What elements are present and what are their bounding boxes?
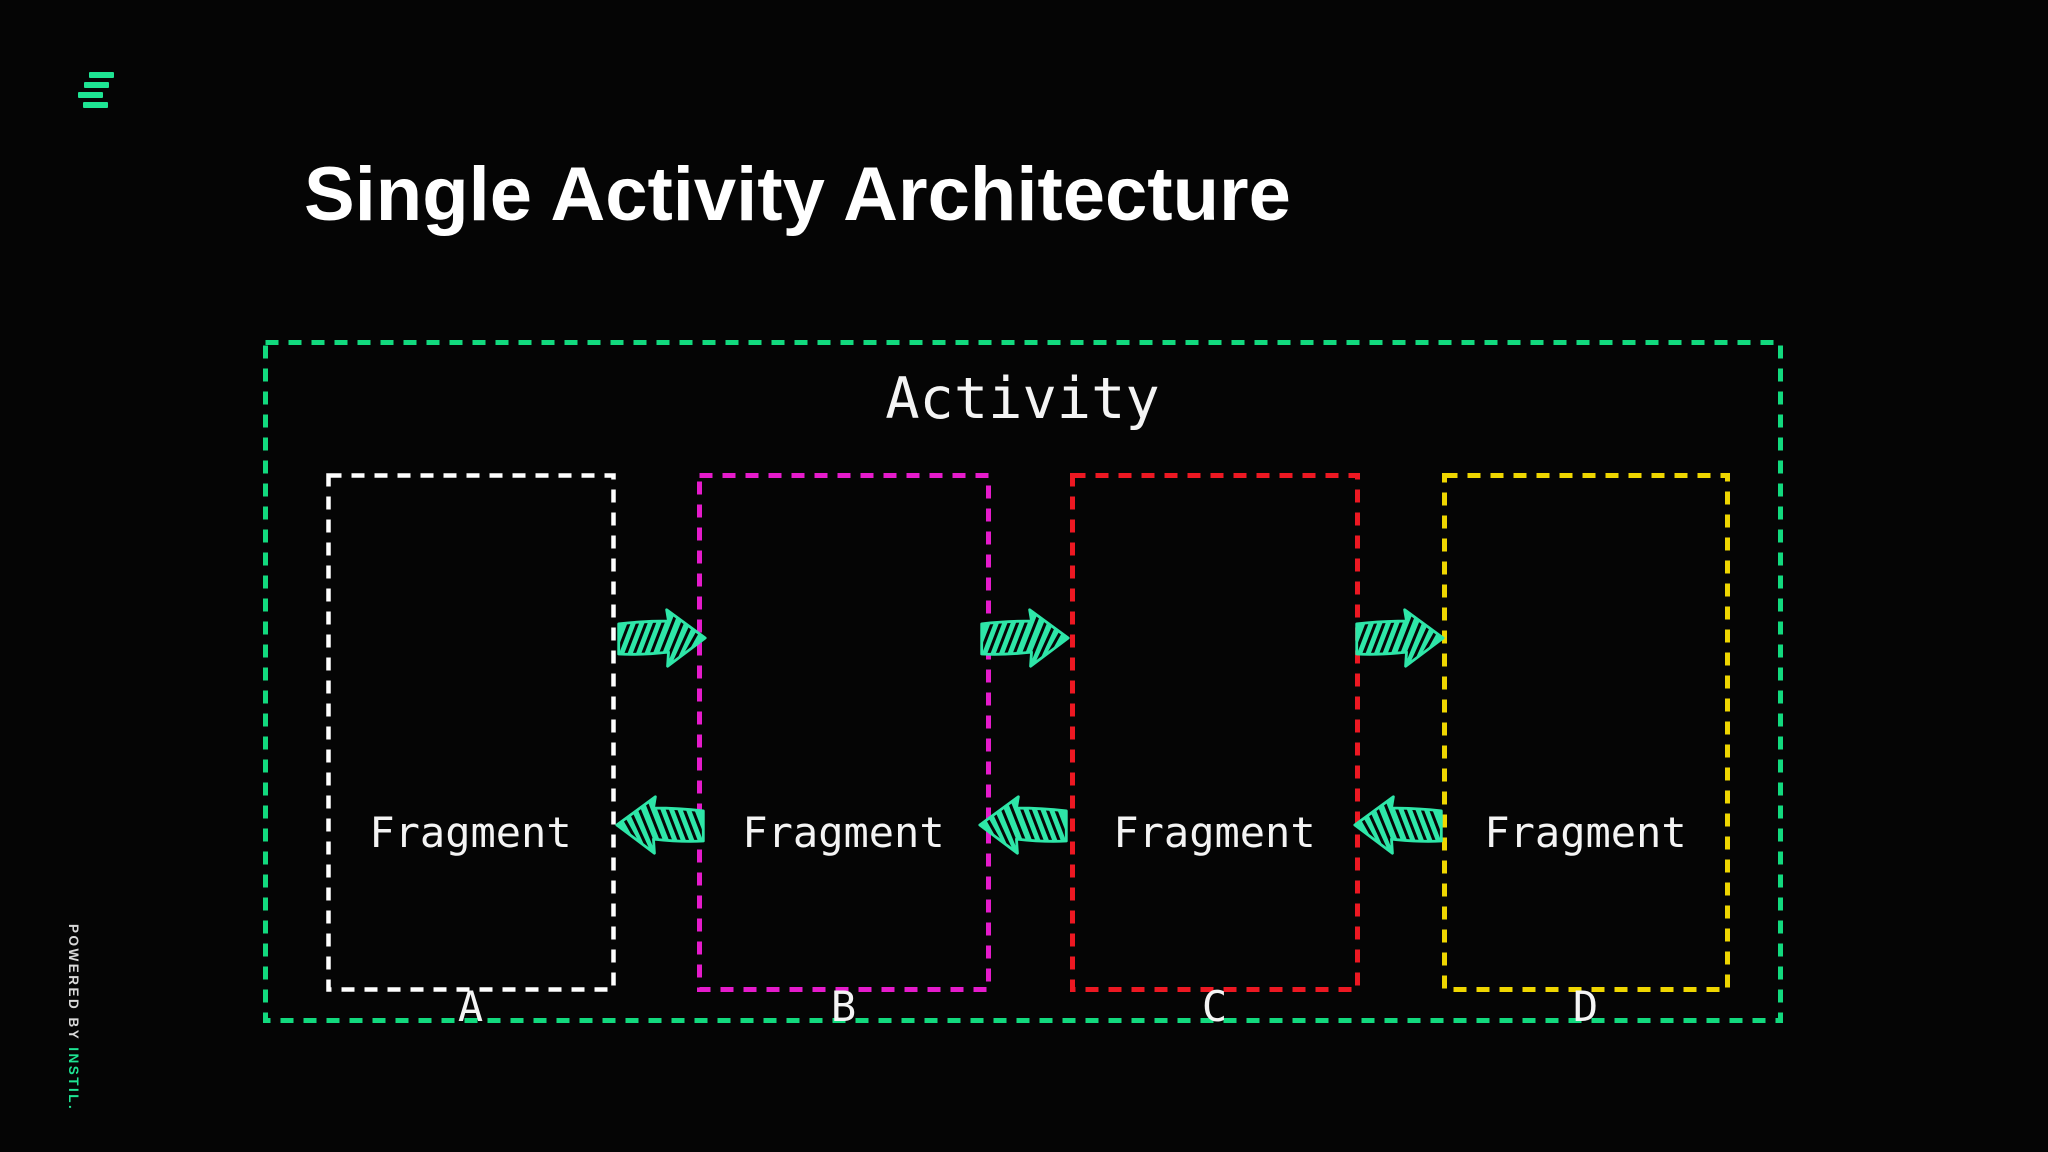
fragment-c-box: [1070, 473, 1360, 992]
fragment-d-label: Fragment D: [1444, 688, 1727, 1152]
arrow-forward-a-to-b: [614, 604, 708, 672]
logo-bar: [78, 92, 103, 98]
slide-title: Single Activity Architecture: [304, 152, 1291, 237]
activity-container-box: [263, 340, 1783, 1023]
fragment-label-line1: Fragment: [1113, 808, 1316, 857]
fragment-d-box: [1442, 473, 1730, 992]
fragment-a-label: Fragment A: [328, 688, 613, 1152]
arrow-back-d-to-c: [1352, 791, 1446, 859]
fragment-a-box: [326, 473, 616, 992]
fragment-label-line2: C: [1201, 982, 1228, 1031]
powered-by-branding: POWERED BY INSTIL.: [66, 924, 81, 1111]
activity-label: Activity: [885, 366, 1160, 432]
arrow-back-c-to-b: [977, 791, 1071, 859]
fragment-label-line1: Fragment: [742, 808, 945, 857]
arrow-forward-b-to-c: [977, 604, 1071, 672]
fragment-c-label: Fragment C: [1072, 688, 1357, 1152]
powered-by-text: POWERED BY: [66, 924, 81, 1048]
logo-bar: [89, 72, 114, 78]
fragment-label-line1: Fragment: [1484, 808, 1687, 857]
fragment-label-line1: Fragment: [369, 808, 572, 857]
fragment-label-line2: A: [457, 982, 484, 1031]
logo-bar: [83, 102, 108, 108]
arrow-back-b-to-a: [614, 791, 708, 859]
fragment-b-label: Fragment B: [699, 688, 988, 1152]
fragment-label-line2: B: [830, 982, 857, 1031]
brand-name-text: INSTIL.: [66, 1047, 81, 1112]
instil-logo: [78, 72, 118, 112]
fragment-b-box: [697, 473, 991, 992]
fragment-label-line2: D: [1572, 982, 1599, 1031]
logo-bar: [84, 82, 109, 88]
arrow-forward-c-to-d: [1352, 604, 1446, 672]
